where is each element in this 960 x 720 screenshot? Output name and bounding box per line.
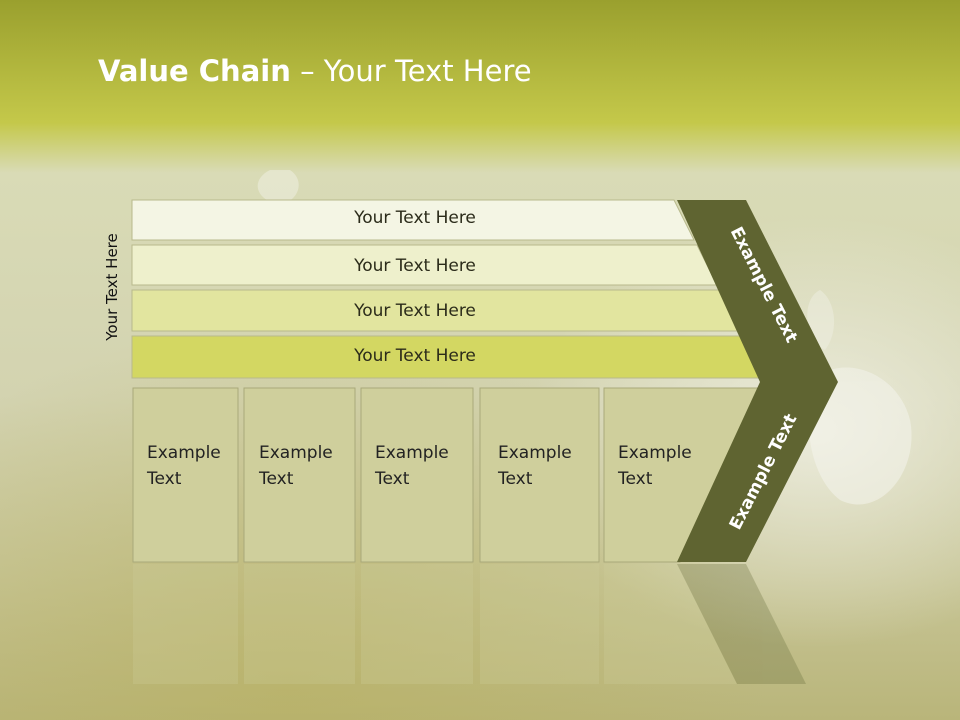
title-bold: Value Chain bbox=[98, 54, 291, 88]
row-bar-1 bbox=[131, 199, 695, 241]
chevron-arrow bbox=[677, 200, 838, 562]
cell-label-3: Example Text bbox=[375, 443, 449, 489]
row-label-4: Your Text Here bbox=[354, 346, 476, 366]
cell-box-3 bbox=[360, 387, 474, 563]
cell-label-2: Example Text bbox=[259, 443, 333, 489]
cell-box-2 bbox=[243, 387, 356, 563]
title-rest: – Your Text Here bbox=[290, 54, 532, 88]
cell-label-1: Example Text bbox=[147, 443, 221, 489]
reflection bbox=[133, 564, 806, 684]
cell-box-4 bbox=[479, 387, 600, 563]
row-label-1: Your Text Here bbox=[354, 208, 476, 228]
cell-box-1 bbox=[132, 387, 239, 563]
slide-title: Value Chain – Your Text Here bbox=[98, 54, 532, 88]
row-label-3: Your Text Here bbox=[354, 301, 476, 321]
row-label-2: Your Text Here bbox=[354, 256, 476, 276]
cell-label-4: Example Text bbox=[498, 443, 572, 489]
flower-decoration bbox=[257, 170, 912, 505]
cell-label-5: Example Text bbox=[618, 443, 692, 489]
